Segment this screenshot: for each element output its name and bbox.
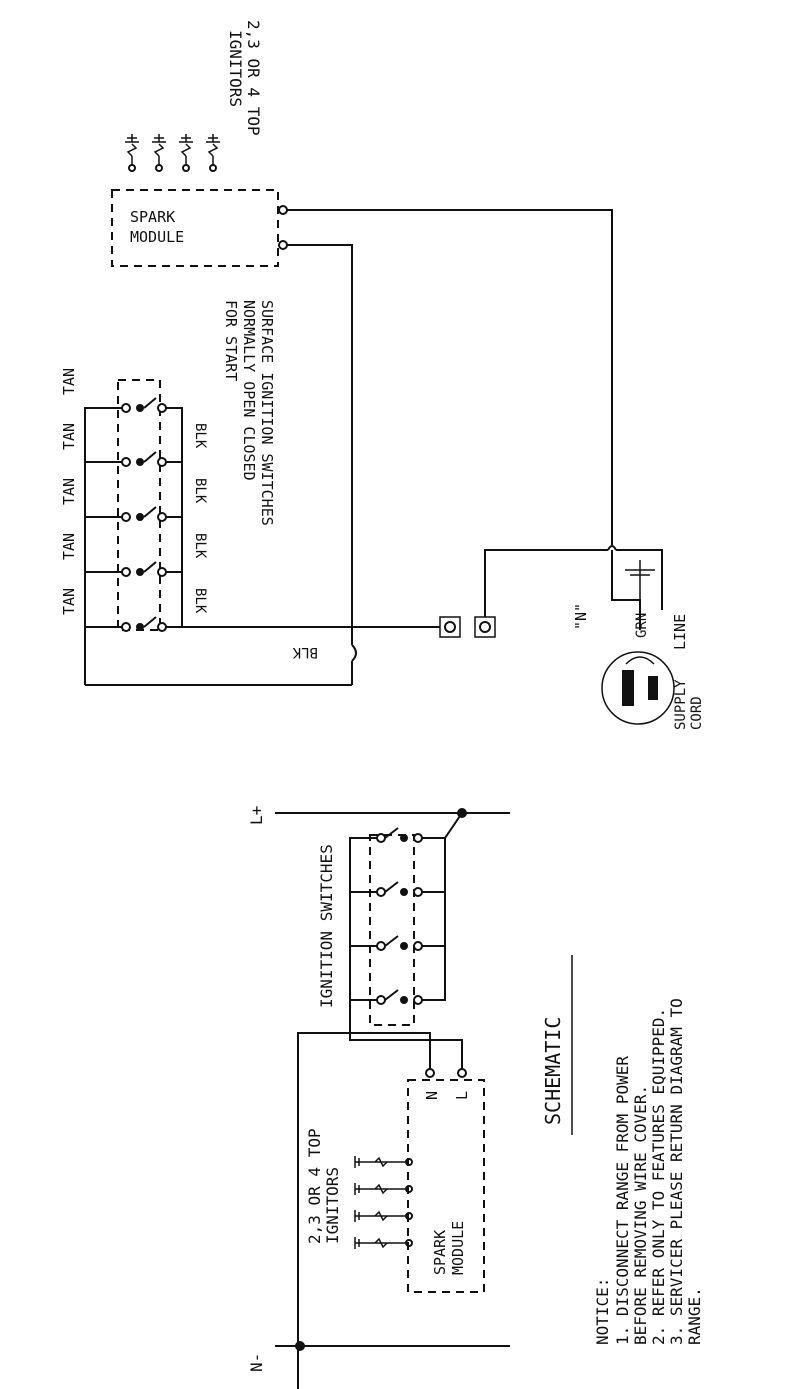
rail-neg-label: N- [247, 1353, 266, 1372]
ignitor-symbol [179, 134, 193, 172]
supply-cord-plug [601, 651, 675, 725]
notice-item-1: 1. DISCONNECT RANGE FROM POWER [613, 1056, 632, 1345]
top-ignitors-label-2: IGNITORS [226, 30, 245, 107]
top-switch-label-1: SURFACE IGNITION SWITCHES [258, 300, 276, 526]
sch-switches-label: IGNITION SWITCHES [317, 844, 336, 1008]
top-line-wire [484, 549, 608, 617]
top-tan-wiring [84, 407, 122, 628]
sch-ignitors-label-2: IGNITORS [323, 1167, 342, 1244]
sch-ignitors-label-1: 2,3 OR 4 TOP [305, 1128, 324, 1244]
sch-ignitors [354, 1156, 413, 1249]
top-ignitors-label-1: 2,3 OR 4 TOP [244, 20, 263, 136]
blk-label-2: BLK [192, 478, 208, 504]
top-spark-module-label-1: SPARK [130, 208, 175, 226]
top-spark-terminal-n [278, 205, 288, 215]
top-switch-housing [117, 379, 161, 631]
top-ignitors [125, 134, 220, 172]
tan-label-3: TAN [60, 478, 78, 505]
notice-item-5: RANGE. [685, 1287, 704, 1345]
sch-terminal-l-label: L [453, 1091, 471, 1100]
top-spark-module-box [111, 189, 279, 267]
sch-ignition-switches [376, 827, 423, 1005]
neutral-label: "N" [572, 603, 590, 630]
notice: NOTICE: 1. DISCONNECT RANGE FROM POWER B… [593, 998, 704, 1345]
top-switch-label-3: FOR START [222, 300, 240, 381]
sch-spark-module-label-2: MODULE [449, 1221, 467, 1275]
blk-label-main: BLK [292, 644, 318, 660]
tan-label-2: TAN [60, 423, 78, 450]
ignitor-symbol [125, 134, 139, 172]
sch-spark-module-box [407, 1079, 485, 1293]
notice-item-4: 3. SERVICER PLEASE RETURN DIAGRAM TO [667, 998, 686, 1345]
top-neutral-wire [287, 209, 613, 545]
supply-label-1: SUPPLY [673, 679, 689, 730]
notice-item-3: 2. REFER ONLY TO FEATURES EQUIPPED. [649, 1008, 668, 1345]
wiring-diagram-top: 2,3 OR 4 TOP IGNITORS [60, 20, 705, 730]
ignitor-symbol [152, 134, 166, 172]
line-label: LINE [671, 614, 689, 650]
ignitor-symbol [206, 134, 220, 172]
top-blk-wiring [166, 407, 352, 628]
sch-terminal-n-label: N [423, 1091, 441, 1100]
blk-label-4: BLK [192, 588, 208, 614]
top-spark-terminal-l [278, 240, 288, 250]
schematic-title: SCHEMATIC [541, 1017, 565, 1125]
tan-label-5: TAN [60, 588, 78, 615]
tan-label-1: TAN [60, 368, 78, 395]
blk-label-3: BLK [192, 533, 208, 559]
top-spark-module-label-2: MODULE [130, 228, 184, 246]
supply-label-2: CORD [689, 696, 705, 730]
ground-label: GRN [634, 613, 650, 638]
rail-pos-label: L+ [247, 806, 266, 825]
notice-item-2: BEFORE REMOVING WIRE COVER. [631, 1085, 650, 1345]
tan-label-4: TAN [60, 533, 78, 560]
sch-spark-module-label-1: SPARK [431, 1230, 449, 1275]
blk-label-1: BLK [192, 423, 208, 449]
notice-heading: NOTICE: [593, 1278, 612, 1345]
schematic: N- L+ 2,3 OR 4 TOP IGNITORS [247, 806, 573, 1389]
top-switch-label-2: NORMALLY OPEN CLOSED [240, 300, 258, 481]
top-switch-feed-wire [287, 244, 353, 645]
